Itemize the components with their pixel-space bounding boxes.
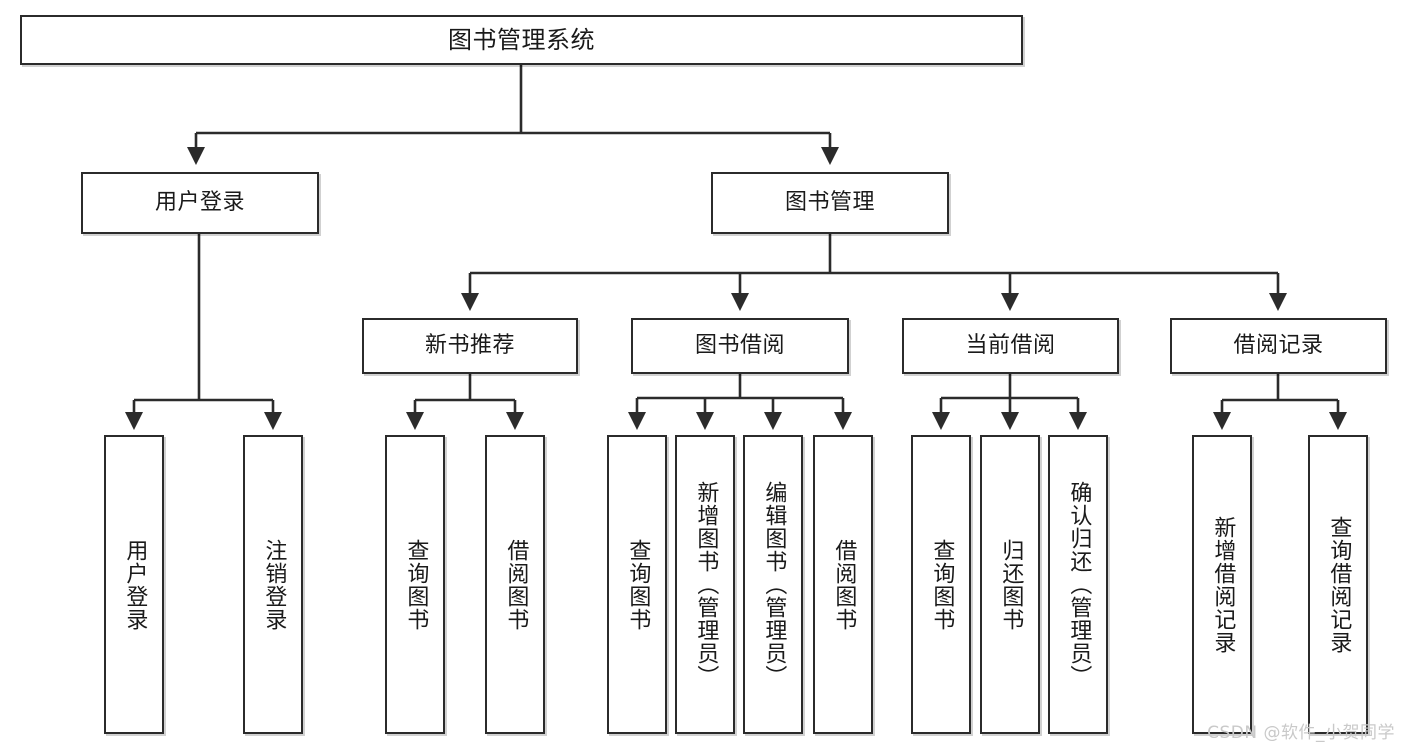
leaf-label-query-book-2: 查询图书: [625, 538, 651, 631]
node-book-borrow[interactable]: 图书借阅: [631, 318, 849, 374]
leaf-borrow-book-1[interactable]: 借阅图书: [485, 435, 545, 734]
node-label-book-borrow: 图书借阅: [694, 332, 785, 358]
leaf-label-add-record: 新增借阅记录: [1210, 515, 1236, 654]
leaf-query-book-1[interactable]: 查询图书: [385, 435, 445, 734]
edges-bookmgr-to-level3: [460, 234, 1288, 312]
node-label-new-book-recommend: 新书推荐: [424, 332, 515, 358]
leaf-borrow-book-2[interactable]: 借阅图书: [813, 435, 873, 734]
leaf-logout[interactable]: 注销登录: [243, 435, 303, 734]
leaf-confirm-return[interactable]: 确认归还（管理员）: [1048, 435, 1108, 734]
node-label-root: 图书管理系统: [448, 25, 595, 54]
node-book-management[interactable]: 图书管理: [711, 172, 949, 234]
leaf-label-add-book: 新增图书（管理员）: [693, 481, 719, 688]
leaf-label-user-login: 用户登录: [122, 538, 148, 631]
edges-newbook-to-leaves: [405, 374, 525, 431]
leaf-label-confirm-return: 确认归还（管理员）: [1066, 481, 1092, 688]
leaf-query-record[interactable]: 查询借阅记录: [1308, 435, 1368, 734]
node-root-book-management-system[interactable]: 图书管理系统: [20, 15, 1023, 65]
leaf-label-edit-book: 编辑图书（管理员）: [761, 481, 787, 688]
leaf-query-book-2[interactable]: 查询图书: [607, 435, 667, 734]
leaf-user-login[interactable]: 用户登录: [104, 435, 164, 734]
leaf-edit-book[interactable]: 编辑图书（管理员）: [743, 435, 803, 734]
node-user-login[interactable]: 用户登录: [81, 172, 319, 234]
leaf-label-logout: 注销登录: [261, 538, 287, 631]
leaf-return-book[interactable]: 归还图书: [980, 435, 1040, 734]
edges-root-to-level2: [186, 65, 840, 166]
leaf-label-return-book: 归还图书: [998, 538, 1024, 631]
edges-borrow-to-leaves: [627, 374, 853, 431]
leaf-add-record[interactable]: 新增借阅记录: [1192, 435, 1252, 734]
edges-login-to-leaves: [124, 234, 283, 431]
leaf-label-borrow-book-2: 借阅图书: [831, 538, 857, 631]
leaf-query-book-3[interactable]: 查询图书: [911, 435, 971, 734]
leaf-label-query-record: 查询借阅记录: [1326, 515, 1352, 654]
node-borrow-record[interactable]: 借阅记录: [1170, 318, 1387, 374]
leaf-label-borrow-book-1: 借阅图书: [503, 538, 529, 631]
edges-current-to-leaves: [931, 374, 1088, 431]
node-label-book-management: 图书管理: [784, 189, 875, 215]
node-label-current-borrow: 当前借阅: [965, 332, 1056, 358]
leaf-label-query-book-3: 查询图书: [929, 538, 955, 631]
node-current-borrow[interactable]: 当前借阅: [902, 318, 1119, 374]
node-new-book-recommend[interactable]: 新书推荐: [362, 318, 578, 374]
leaf-add-book[interactable]: 新增图书（管理员）: [675, 435, 735, 734]
node-label-borrow-record: 借阅记录: [1233, 332, 1324, 358]
leaf-label-query-book-1: 查询图书: [403, 538, 429, 631]
node-label-user-login: 用户登录: [154, 189, 245, 215]
edges-record-to-leaves: [1212, 374, 1348, 431]
